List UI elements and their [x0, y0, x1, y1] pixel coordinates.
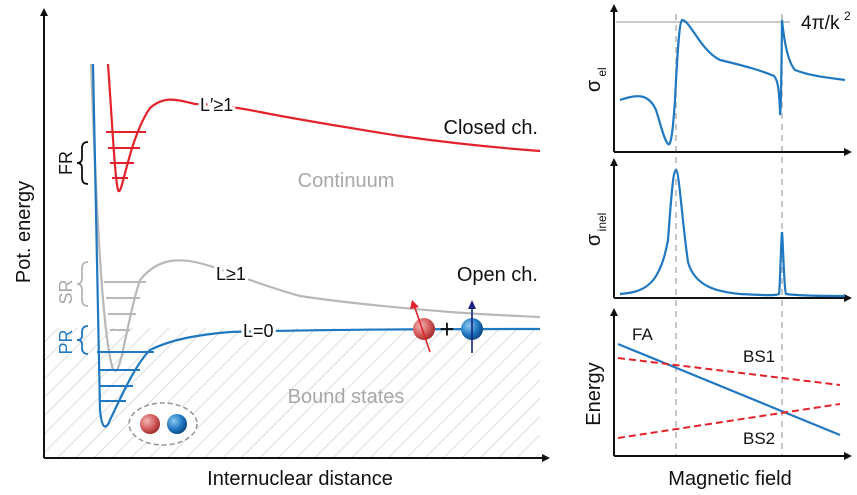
blue-curve-label: L=0: [243, 321, 274, 341]
inelastic-y-label: σ inel: [583, 213, 609, 247]
energy-y-axis-label: Energy: [583, 362, 605, 425]
limit-label: 4π/k 2: [799, 9, 852, 37]
blue-spin-head: [468, 300, 476, 309]
molecule-blue-atom: [167, 414, 187, 434]
inelastic-sigma: σ: [583, 233, 605, 246]
open-channel-label: Open ch.: [457, 264, 538, 286]
red-spin-arrow: [413, 304, 431, 353]
bound-states-label: Bound states: [288, 386, 405, 408]
continuum-label: Continuum: [298, 170, 395, 192]
gray-curve-label: L≥1: [216, 264, 246, 284]
pr-label: PR: [56, 329, 76, 354]
bs1-label: BS1: [743, 347, 775, 366]
red-spin-head: [410, 300, 419, 309]
bound-levels: [97, 351, 154, 402]
left-x-axis-label: Internuclear distance: [207, 468, 393, 490]
pr-bracket: PR: [56, 325, 89, 355]
molecule-red-atom: [140, 414, 160, 434]
closed-channel-curve: [106, 63, 541, 193]
fa-level: [617, 342, 841, 437]
gray-potential-curve: [89, 63, 541, 372]
inelastic-panel: σ inel: [583, 158, 852, 302]
elastic-subscript: el: [595, 67, 609, 76]
energy-x-axis-label: Magnetic field: [668, 468, 791, 490]
closed-channel-label: Closed ch.: [444, 117, 539, 139]
elastic-y-label: σ el: [583, 67, 609, 92]
inelastic-subscript: inel: [595, 213, 609, 232]
molecule-outline: [128, 402, 198, 446]
plus-sign: +: [439, 314, 454, 344]
bs2-label: BS2: [743, 429, 775, 448]
left-panel: FR SR PR Pot. energy Internuclear distan…: [13, 8, 550, 490]
left-y-axis-label: Pot. energy: [13, 181, 35, 283]
sr-label: SR: [56, 279, 76, 304]
bound-states-region: [44, 328, 540, 458]
inelastic-cross-section-curve: [619, 168, 846, 298]
molecule: [128, 402, 198, 446]
elastic-sigma: σ: [583, 79, 605, 92]
elastic-panel: σ el 4π/k 2: [583, 4, 852, 156]
right-panels: σ el 4π/k 2 σ inel FA BS1: [583, 4, 852, 490]
red-curve-label: L′≥1: [200, 95, 233, 115]
bs2-level: [617, 403, 841, 439]
limit-superscript: 2: [844, 9, 851, 23]
energy-panel: FA BS1 BS2 Energy Magnetic field: [583, 308, 852, 490]
sr-levels: [104, 281, 146, 331]
bs1-level: [617, 357, 841, 386]
sr-bracket: SR: [56, 261, 89, 307]
open-channel-curve: [91, 63, 541, 428]
fr-label: FR: [56, 151, 76, 175]
closed-channel-levels: [106, 131, 146, 179]
fa-label: FA: [632, 325, 653, 344]
limit-text: 4π/k: [801, 13, 840, 34]
fr-bracket: FR: [56, 141, 89, 185]
red-atom: [413, 318, 435, 340]
free-atoms: +: [410, 300, 483, 353]
elastic-cross-section-curve: [619, 18, 846, 146]
